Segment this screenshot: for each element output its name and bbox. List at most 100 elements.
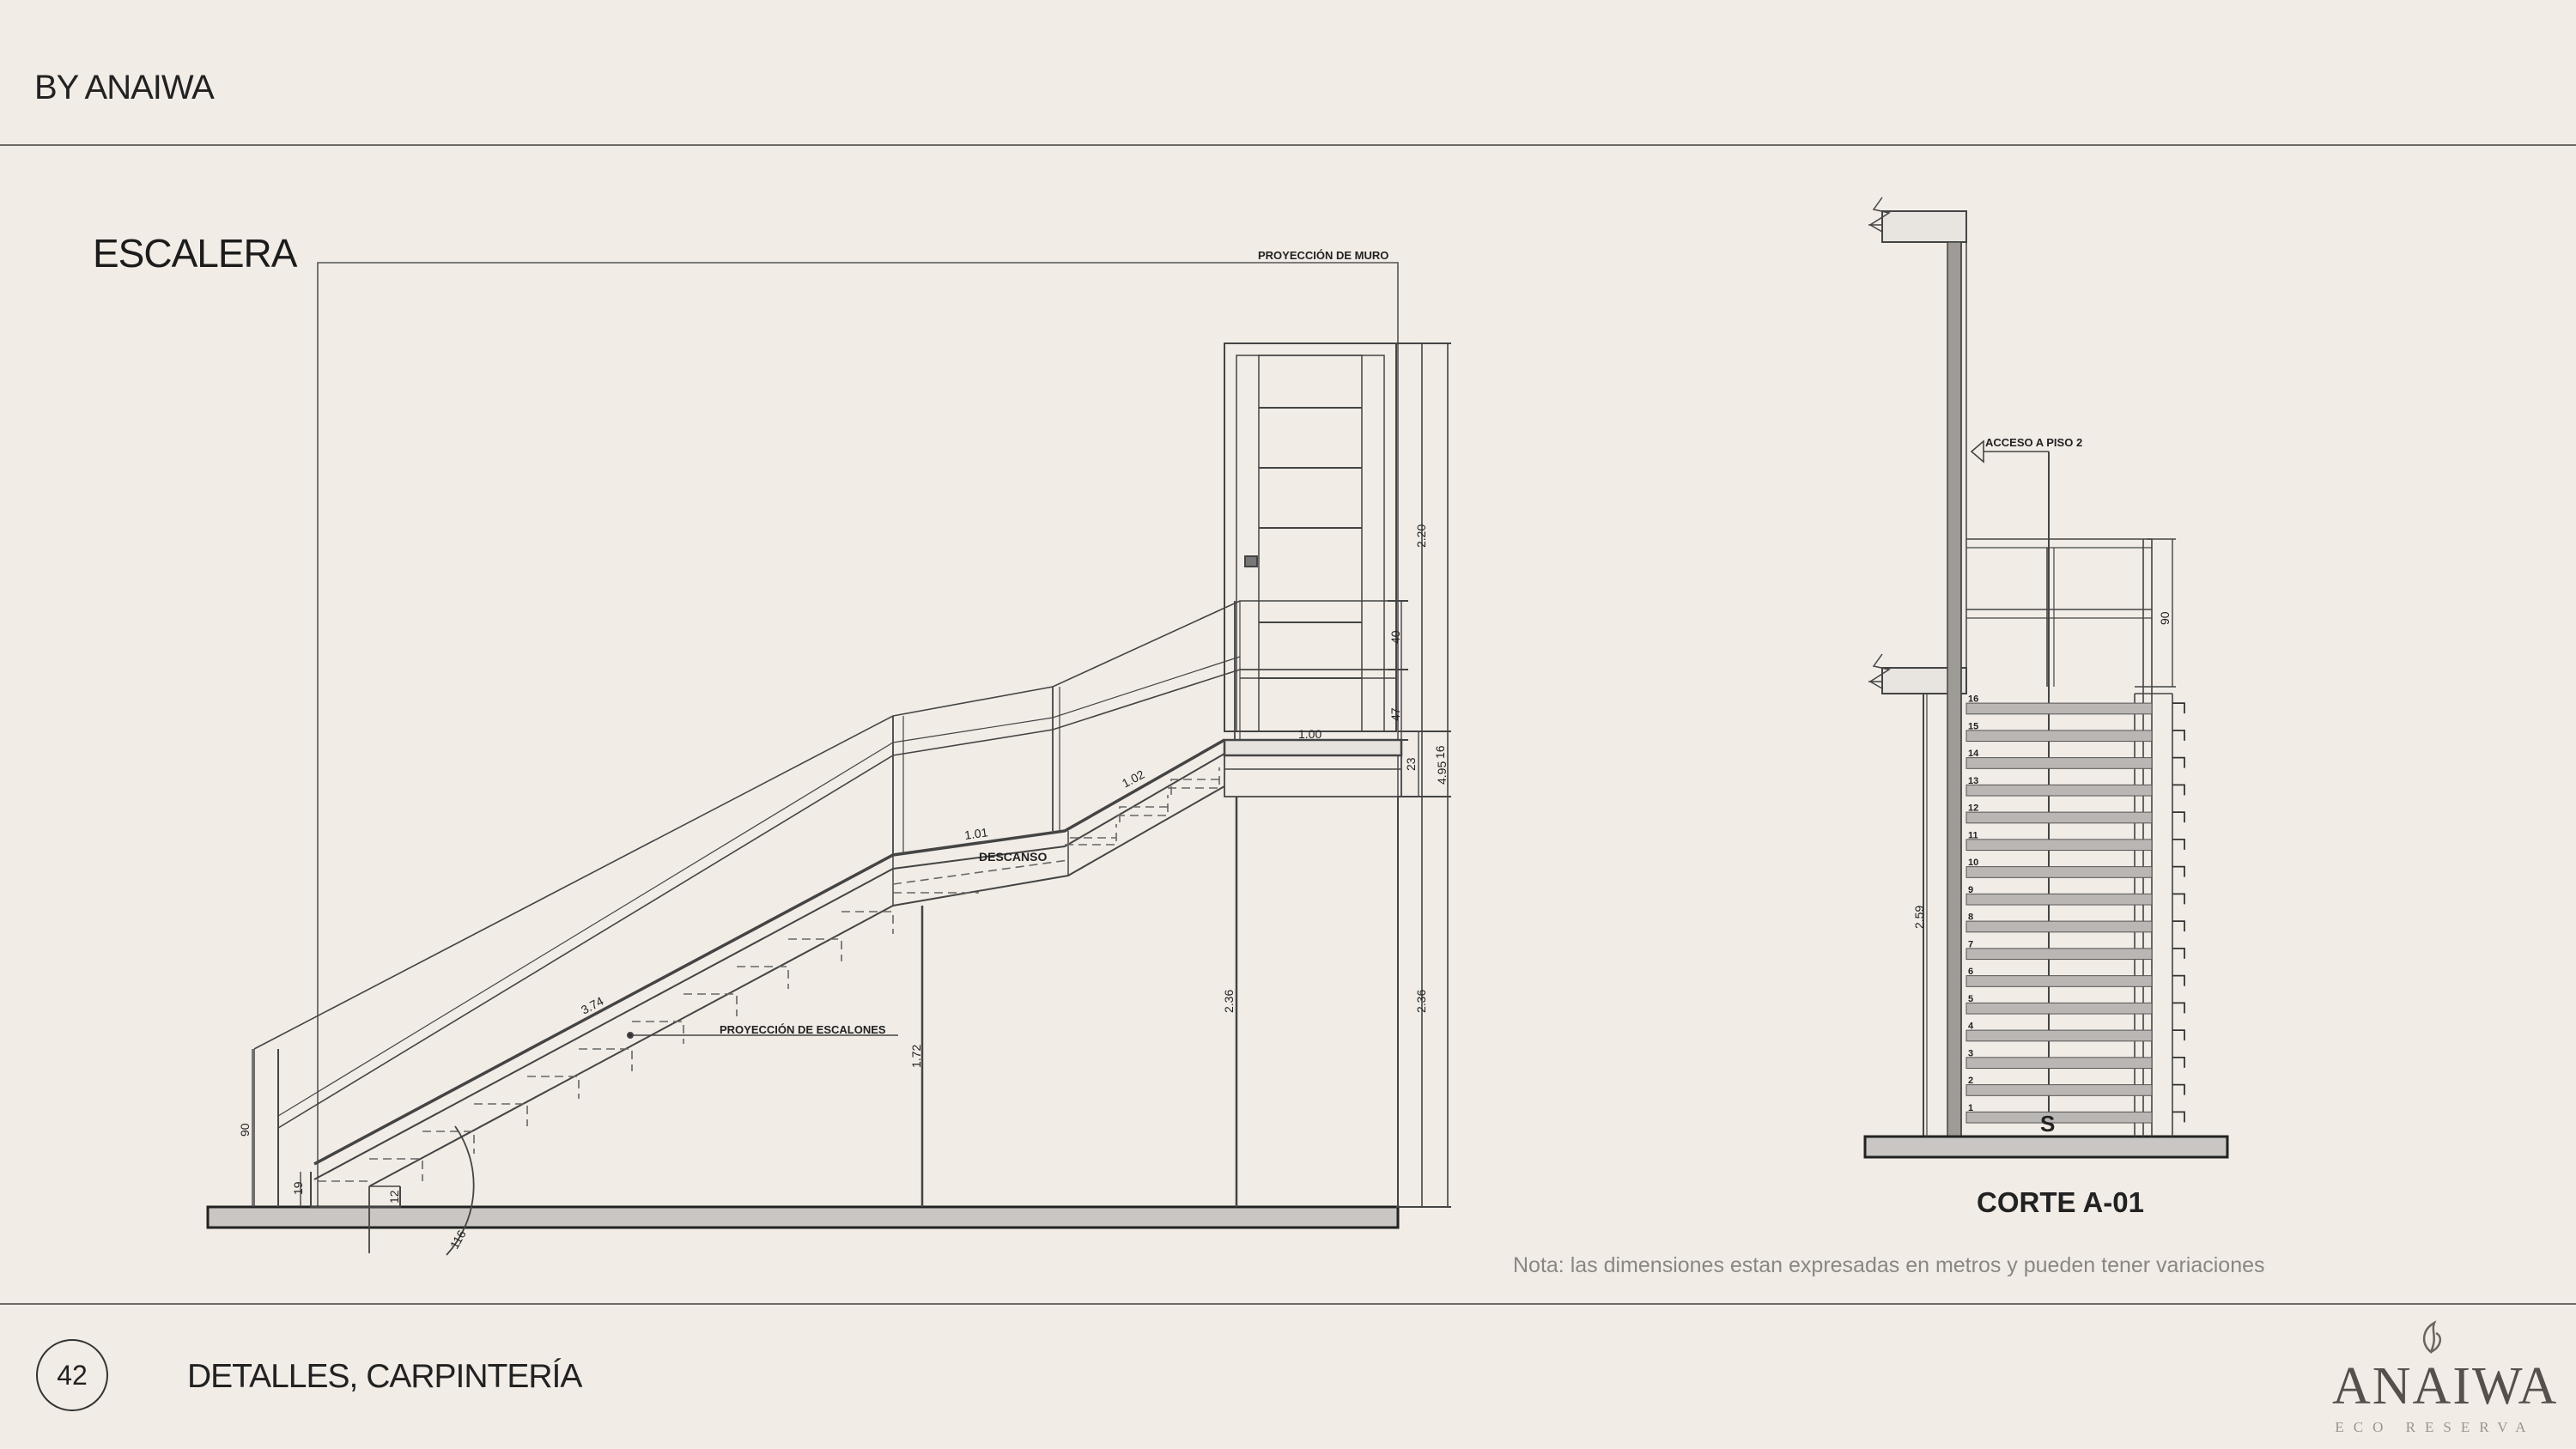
- step-number: 2: [1968, 1076, 1973, 1086]
- step-tread: [1965, 757, 2153, 769]
- elevation-labels: PROYECCIÓN DE MURO DESCANSO PROYECCIÓN D…: [720, 249, 1388, 1036]
- section-cut: [1863, 197, 2229, 1159]
- step-number: 8: [1968, 912, 1973, 923]
- step-bracket: [2172, 974, 2185, 986]
- svg-text:40: 40: [1388, 630, 1402, 644]
- stair-elevation: [206, 262, 1451, 1256]
- step-number: 13: [1968, 776, 1978, 786]
- section-labels: ACCESO A PISO 2 2.59 90 S CORTE A-01: [1912, 436, 2172, 1218]
- step-bracket: [2172, 1002, 2185, 1014]
- stringer-upper: [313, 738, 1225, 1166]
- step-tread: [1965, 1002, 2153, 1015]
- step-number: 1: [1968, 1103, 1973, 1113]
- svg-text:1.72: 1.72: [909, 1045, 923, 1068]
- step-bracket: [2172, 756, 2185, 768]
- brand-title: BY ANAIWA: [34, 69, 215, 106]
- step-number: 11: [1968, 830, 1978, 840]
- svg-text:2.20: 2.20: [1414, 524, 1428, 548]
- step-number: 5: [1968, 994, 1973, 1004]
- step-tread: [1965, 1029, 2153, 1042]
- step-bracket: [2172, 865, 2185, 877]
- step-bracket: [2172, 702, 2185, 714]
- step-tread: [1965, 975, 2153, 987]
- wall-section: [1947, 241, 1962, 1137]
- page-number: 42: [36, 1339, 108, 1411]
- step-number: 10: [1968, 858, 1978, 868]
- step-bracket: [2172, 893, 2185, 905]
- step-tread: [1965, 948, 2153, 961]
- leaf-icon: [2423, 1320, 2442, 1355]
- step-number: 15: [1968, 721, 1978, 731]
- wall-projection-line: [317, 262, 1399, 1210]
- step-tread: [1965, 920, 2153, 933]
- section-step-numbers: 16 15 14 13 12 11 10 9 8 7 6 5 4 3 2 1: [1968, 694, 1979, 1113]
- svg-text:90: 90: [238, 1123, 252, 1137]
- svg-text:2.36: 2.36: [1222, 990, 1236, 1013]
- down-arrow-label: S: [2040, 1111, 2055, 1137]
- step-number: 12: [1968, 803, 1978, 814]
- door-frame: [1224, 343, 1397, 732]
- footer-divider: [0, 1303, 2576, 1305]
- svg-text:19: 19: [291, 1181, 305, 1195]
- section-title: ESCALERA: [93, 231, 297, 276]
- step-tread: [1965, 702, 2153, 715]
- anaiwa-logo: ANAIWA ECO RESERVA: [2332, 1318, 2559, 1446]
- step-bracket: [2172, 1029, 2185, 1041]
- svg-text:4.95: 4.95: [1435, 761, 1449, 785]
- svg-text:47: 47: [1388, 707, 1402, 721]
- svg-text:116: 116: [447, 1228, 469, 1252]
- step-number: 14: [1968, 749, 1979, 759]
- step-bracket: [2172, 1056, 2185, 1068]
- svg-text:16: 16: [1433, 745, 1447, 759]
- logo-subtitle: ECO RESERVA: [2335, 1419, 2536, 1435]
- svg-text:3.74: 3.74: [579, 994, 606, 1017]
- dimensions-note: Nota: las dimensiones estan expresadas e…: [1513, 1253, 2265, 1277]
- upper-slab: [1881, 210, 1967, 243]
- step-bracket: [2172, 811, 2185, 823]
- step-bracket: [2172, 784, 2185, 796]
- section-rail-dim: 90: [2158, 611, 2172, 625]
- step-tread: [1965, 1111, 2153, 1124]
- section-base: [1863, 1135, 2229, 1159]
- door-handle-icon: [1244, 555, 1258, 567]
- top-landing: [1223, 738, 1403, 757]
- step-tread: [1965, 811, 2153, 824]
- svg-text:12: 12: [387, 1190, 401, 1203]
- svg-text:1.01: 1.01: [963, 825, 988, 842]
- section-step-treads: [1965, 702, 2185, 1124]
- step-tread: [1965, 1084, 2153, 1096]
- step-number: 4: [1968, 1022, 1974, 1032]
- step-bracket: [2172, 729, 2185, 741]
- stringer-bottom: [368, 785, 1225, 1187]
- svg-text:2.36: 2.36: [1414, 990, 1428, 1013]
- step-number: 3: [1968, 1048, 1973, 1058]
- landing-label: DESCANSO: [979, 850, 1047, 864]
- step-tread: [1965, 893, 2153, 906]
- step-number: 7: [1968, 939, 1973, 949]
- svg-text:1.00: 1.00: [1298, 727, 1321, 741]
- step-tread: [1965, 730, 2153, 743]
- step-bracket: [2172, 838, 2185, 850]
- step-tread: [1965, 784, 2153, 797]
- step-tread: [1965, 1057, 2153, 1070]
- step-bracket: [2172, 1111, 2185, 1123]
- steps-projection-label: PROYECCIÓN DE ESCALONES: [720, 1023, 886, 1036]
- step-number: 9: [1968, 885, 1973, 895]
- step-bracket: [2172, 920, 2185, 932]
- footer-title: DETALLES, CARPINTERÍA: [187, 1358, 582, 1395]
- step-bracket: [2172, 1083, 2185, 1095]
- wall-projection-label: PROYECCIÓN DE MURO: [1258, 249, 1388, 262]
- stringer-lower: [313, 753, 1225, 1180]
- svg-text:23: 23: [1404, 757, 1418, 771]
- step-number: 16: [1968, 694, 1978, 705]
- ground-slab: [206, 1205, 1400, 1229]
- step-number: 6: [1968, 967, 1973, 977]
- access-label: ACCESO A PISO 2: [1985, 436, 2082, 449]
- step-tread: [1965, 839, 2153, 852]
- header-divider: [0, 144, 2576, 146]
- step-bracket: [2172, 947, 2185, 959]
- section-height-dim: 2.59: [1912, 906, 1926, 929]
- logo-wordmark: ANAIWA: [2332, 1357, 2559, 1416]
- step-tread: [1965, 866, 2153, 878]
